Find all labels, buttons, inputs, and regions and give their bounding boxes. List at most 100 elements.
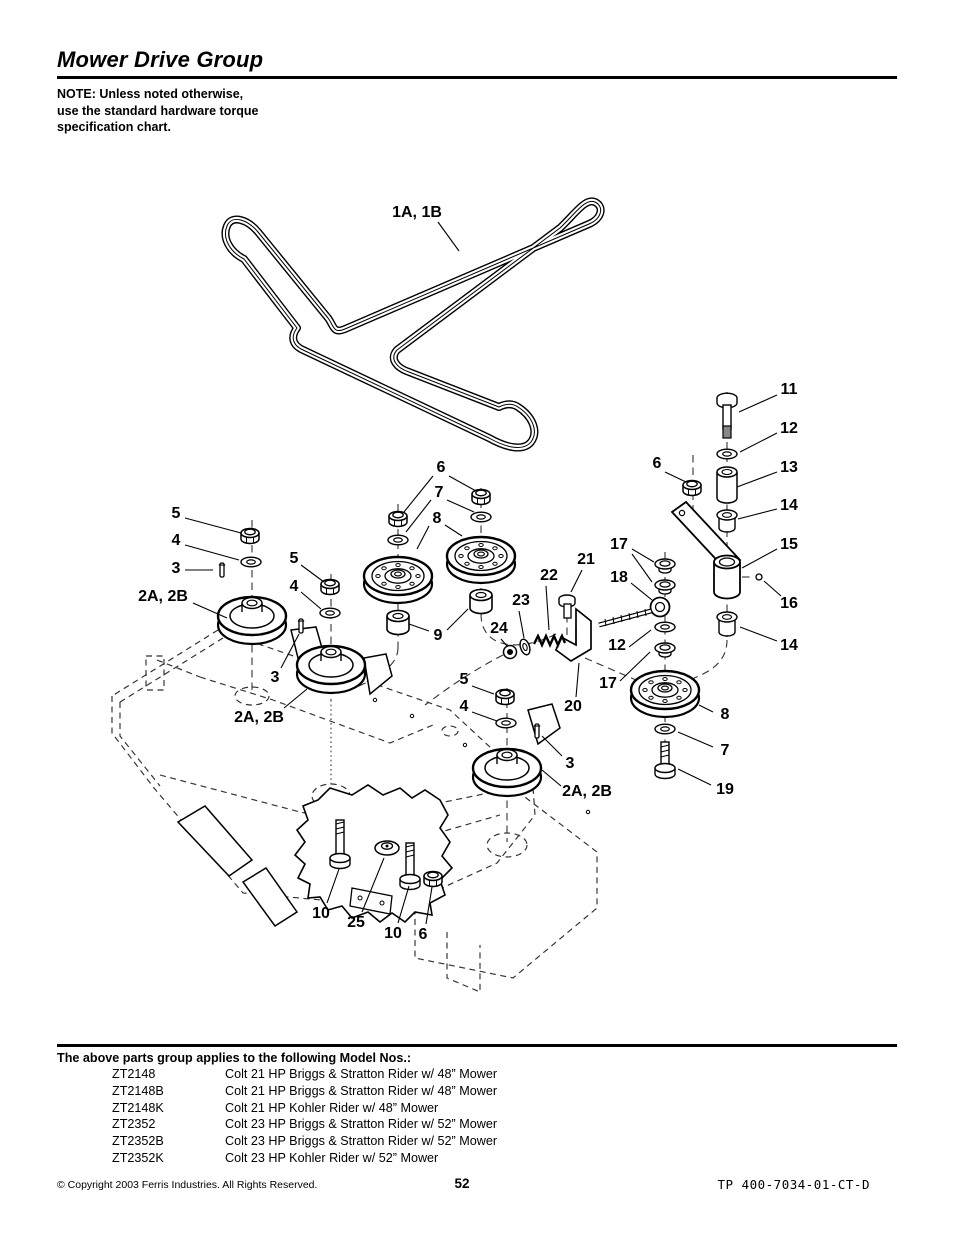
- tension-assembly: [502, 558, 676, 663]
- callout-leader: [619, 651, 651, 682]
- spindle-pulley-left: [216, 595, 288, 646]
- spacer-17-b: [654, 579, 676, 595]
- callout-label: 15: [780, 536, 798, 553]
- model-description: Colt 21 HP Briggs & Stratton Rider w/ 48…: [225, 1083, 498, 1098]
- callout-label: 20: [564, 698, 582, 715]
- callout-label: 2A, 2B: [562, 783, 612, 800]
- callout-leader: [361, 857, 385, 913]
- callout-leader: [405, 499, 432, 533]
- model-row: ZT2352K Colt 23 HP Kohler Rider w/ 52” M…: [57, 1150, 897, 1167]
- callout-label: 6: [419, 926, 428, 943]
- model-row: ZT2352 Colt 23 HP Briggs & Stratton Ride…: [57, 1116, 897, 1133]
- model-description: Colt 23 HP Briggs & Stratton Rider w/ 52…: [225, 1134, 498, 1149]
- callout-label: 17: [610, 536, 628, 553]
- nut-24: [502, 644, 518, 660]
- copyright-text: © Copyright 2003 Ferris Industries. All …: [57, 1179, 318, 1191]
- callout-leader: [300, 591, 322, 610]
- callout-label: 7: [721, 742, 730, 759]
- nut-6-arm: [682, 479, 702, 497]
- key-3-middle: [297, 618, 305, 634]
- page-number: 52: [454, 1176, 470, 1191]
- spacer-9-left: [386, 609, 410, 636]
- callout-label: 12: [780, 420, 798, 437]
- callout-label: 4: [460, 698, 469, 715]
- spacer-17-a: [654, 558, 676, 574]
- callout-leader: [184, 544, 240, 561]
- model-number: ZT2352B: [112, 1134, 164, 1149]
- callout-leader: [541, 735, 563, 757]
- document-code: TP 400-7034-01-CT-D: [717, 1177, 870, 1192]
- model-list: The above parts group applies to the fol…: [57, 1051, 897, 1167]
- callout-leader: [283, 688, 308, 709]
- callout-label: 18: [610, 569, 628, 586]
- callout-leader: [471, 711, 498, 722]
- model-row: ZT2148B Colt 21 HP Briggs & Stratton Rid…: [57, 1083, 897, 1100]
- model-description: Colt 23 HP Briggs & Stratton Rider w/ 52…: [225, 1117, 498, 1132]
- callout-label: 2A, 2B: [138, 588, 188, 605]
- callout-leader: [448, 475, 477, 492]
- sleeve-15: [713, 554, 741, 600]
- callout-label: 19: [716, 781, 734, 798]
- spacer-9-middle: [469, 588, 493, 615]
- model-description: Colt 21 HP Briggs & Stratton Rider w/ 48…: [225, 1067, 498, 1081]
- idler-pulley-left: [362, 555, 434, 605]
- flange-nut-25: [374, 840, 400, 856]
- callout-label: 9: [434, 627, 443, 644]
- callout-leader: [446, 608, 469, 631]
- washer-23: [519, 638, 531, 656]
- washer-12-top: [716, 448, 738, 460]
- callout-leader: [408, 623, 430, 632]
- model-row: ZT2148 Colt 21 HP Briggs & Stratton Ride…: [57, 1066, 897, 1083]
- callout-label: 25: [347, 914, 365, 931]
- callout-leader: [630, 582, 653, 601]
- callout-label: 3: [566, 755, 575, 772]
- callout-label: 8: [721, 706, 730, 723]
- spindle-pulley-middle: [295, 644, 367, 695]
- callout-label: 4: [290, 578, 299, 595]
- bolt-19: [654, 741, 676, 780]
- callout-leader: [518, 610, 525, 639]
- callout-label: 3: [271, 669, 280, 686]
- washer-12-middle: [654, 621, 676, 633]
- locknut-5-right: [495, 688, 515, 706]
- callout-leader: [631, 553, 653, 583]
- bolt-21: [558, 594, 576, 619]
- model-number: ZT2352: [112, 1117, 156, 1132]
- callout-leader: [280, 633, 300, 669]
- idler-pulley-lower: [629, 669, 701, 719]
- callout-leader: [326, 868, 340, 904]
- spacer-17-c: [654, 642, 676, 658]
- callout-label: 22: [540, 567, 558, 584]
- model-list-heading: The above parts group applies to the fol…: [57, 1051, 412, 1065]
- idler-hardware: [386, 488, 676, 780]
- callout-leader: [184, 517, 242, 534]
- callout-label: 14: [780, 497, 798, 514]
- washer-7-lower: [654, 723, 676, 735]
- callout-label: 6: [653, 455, 662, 472]
- callout-leader: [416, 525, 430, 550]
- callout-label: 24: [490, 620, 508, 637]
- callout-label: 10: [384, 925, 402, 942]
- callout-label: 8: [433, 510, 442, 527]
- callout-label: 13: [780, 459, 798, 476]
- washer-4-middle: [319, 607, 341, 619]
- callout-leader: [664, 471, 687, 483]
- callout-leader: [541, 769, 562, 787]
- callout-leader: [736, 471, 778, 488]
- deck-cutaway-patch: [293, 784, 454, 924]
- idler-arm-hardware: [670, 392, 763, 637]
- locknut-5-left: [240, 527, 260, 545]
- callout-label: 12: [608, 637, 626, 654]
- eyebolt-18: [598, 596, 671, 628]
- key-3-left: [218, 562, 226, 578]
- bolt-10-left: [329, 819, 351, 870]
- model-description: Colt 23 HP Kohler Rider w/ 52” Mower: [225, 1150, 439, 1165]
- note-line: use the standard hardware torque: [57, 103, 259, 118]
- bushing-14-lower: [716, 611, 738, 637]
- model-number: ZT2148: [112, 1067, 156, 1081]
- washer-7-idler-middle: [470, 511, 492, 523]
- nut-6-idler-middle: [471, 488, 491, 506]
- callout-label: 16: [780, 595, 798, 612]
- callout-label: 10: [312, 905, 330, 922]
- callout-leader: [739, 432, 778, 453]
